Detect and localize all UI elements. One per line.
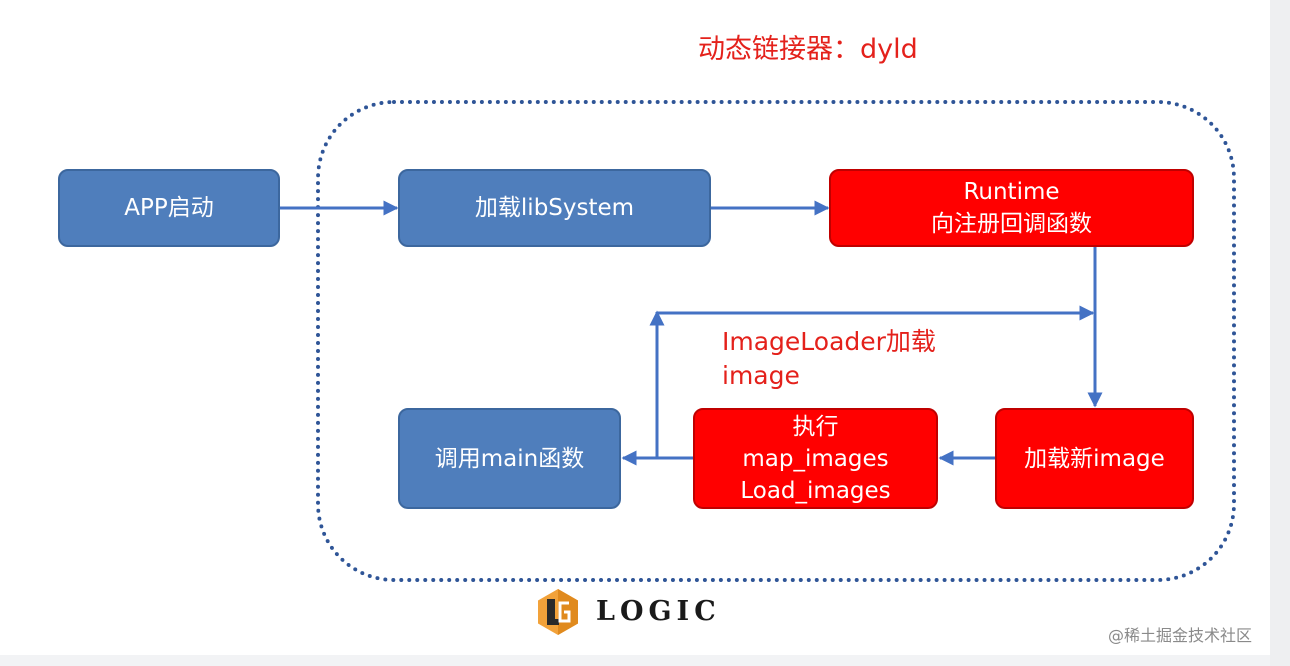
loop-label-line1: ImageLoader加载	[722, 327, 936, 356]
slide-canvas	[0, 0, 1270, 655]
node-execute-line1: 执行	[792, 413, 839, 440]
node-execute-line2: map_images	[742, 445, 889, 472]
loop-label: ImageLoader加载 image	[722, 325, 936, 393]
dyld-boundary	[316, 100, 1236, 582]
node-execute-line3: Load_images	[740, 477, 891, 504]
node-runtime-register: Runtime 向注册回调函数	[829, 169, 1194, 247]
watermark: @稀土掘金技术社区	[1108, 626, 1253, 645]
node-runtime-line1: Runtime	[963, 179, 1060, 205]
node-call-main: 调用main函数	[398, 408, 621, 509]
node-load-libsystem: 加载libSystem	[398, 169, 711, 247]
node-call-main-label: 调用main函数	[434, 445, 585, 472]
node-load-libsystem-label: 加载libSystem	[474, 195, 635, 221]
logo-text: LOGIC	[596, 596, 721, 627]
node-load-new-image: 加载新image	[995, 408, 1194, 509]
node-load-new-image-label: 加载新image	[1024, 445, 1165, 472]
node-app-start-label: APP启动	[124, 195, 214, 221]
diagram-title: 动态链接器：dyld	[698, 34, 918, 65]
scrollbar-track[interactable]	[1270, 0, 1290, 666]
node-runtime-line2: 向注册回调函数	[931, 211, 1092, 237]
node-app-start: APP启动	[58, 169, 280, 247]
loop-label-line2: image	[722, 361, 800, 390]
node-execute-images: 执行 map_images Load_images	[693, 408, 938, 509]
logic-hexagon-logo-icon	[538, 589, 578, 635]
